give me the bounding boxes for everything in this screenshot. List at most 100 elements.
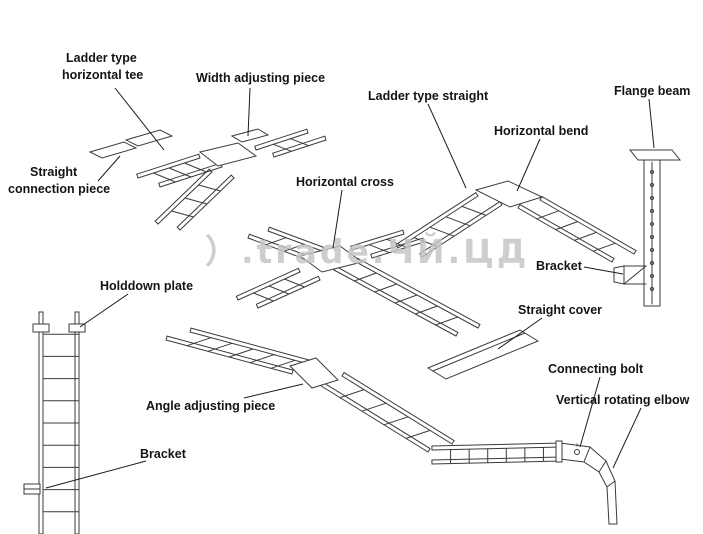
leader-horizontal-cross (332, 189, 343, 249)
line-shape (343, 372, 455, 442)
line-shape (165, 335, 168, 341)
label-straight-connection-piece-line1: Straight (30, 165, 78, 179)
line-shape (247, 237, 303, 259)
line-shape (623, 265, 647, 285)
leader-straight-connection-piece (97, 155, 121, 182)
vertical-rotating-elbow-drawing (555, 440, 618, 525)
polygon-shape (289, 357, 339, 389)
line-shape (383, 416, 409, 426)
line-shape (541, 196, 637, 252)
line-shape (290, 138, 310, 147)
label-ladder-type-straight: Ladder type straight (368, 89, 489, 103)
line-shape (353, 272, 377, 282)
line-shape (395, 192, 477, 246)
line-shape (427, 448, 431, 453)
circle-shape (650, 248, 654, 252)
line-shape (386, 238, 408, 248)
line-shape (370, 253, 373, 259)
vertical-ladder-drawing (38, 311, 80, 534)
circle-shape (650, 287, 654, 291)
line-shape (419, 253, 423, 258)
line-shape (555, 221, 579, 231)
ladder-type-horizontal-tee-drawing (136, 128, 327, 231)
label-bracket-left: Bracket (140, 447, 187, 461)
line-shape (371, 241, 425, 259)
line-shape (273, 139, 327, 158)
line-shape (431, 460, 563, 465)
line-shape (254, 145, 257, 151)
straight-cover-drawing (426, 329, 540, 380)
horizontal-cross-drawing (235, 226, 481, 337)
polygon-shape (426, 329, 540, 380)
incline-run-drawing (165, 327, 563, 465)
leader-ladder-type-horizontal-tee (114, 87, 165, 151)
leader-horizontal-bend (516, 138, 541, 192)
line-shape (317, 275, 321, 281)
line-shape (451, 440, 455, 445)
leader-flange-beam (648, 98, 655, 149)
line-shape (429, 226, 455, 237)
line-shape (350, 245, 353, 251)
line-shape (335, 265, 459, 333)
polygon-shape (613, 265, 625, 285)
line-shape (445, 216, 471, 227)
line-shape (306, 128, 309, 134)
line-shape (198, 153, 201, 159)
label-angle-adjusting-piece: Angle adjusting piece (146, 399, 275, 413)
line-shape (431, 446, 563, 451)
line-shape (573, 231, 597, 241)
polygon-shape (32, 323, 50, 333)
line-shape (592, 242, 616, 252)
line-shape (272, 152, 275, 158)
label-holddown-plate: Holddown plate (100, 279, 193, 293)
circle-shape (650, 222, 654, 226)
leader-connecting-bolt (579, 376, 601, 448)
line-shape (297, 267, 301, 273)
line-shape (421, 204, 503, 258)
line-shape (208, 168, 213, 173)
line-shape (176, 174, 232, 228)
line-shape (517, 207, 613, 263)
line-shape (341, 375, 453, 445)
line-shape (539, 199, 635, 255)
line-shape (176, 226, 181, 231)
bracket-right-drawing (613, 265, 647, 285)
line-shape (228, 348, 254, 358)
circle-shape (650, 261, 654, 265)
line-shape (253, 292, 274, 302)
line-shape (235, 267, 299, 297)
label-ladder-type-horizontal-tee-line1: Ladder type (66, 51, 137, 65)
line-shape (283, 243, 305, 252)
line-shape (368, 244, 390, 254)
leader-width-adjusting-piece (247, 87, 251, 137)
circle-shape (650, 170, 654, 174)
line-shape (357, 257, 481, 325)
label-bracket-right: Bracket (536, 259, 583, 273)
line-shape (414, 305, 438, 315)
label-connecting-bolt: Connecting bolt (548, 362, 644, 376)
line-shape (265, 237, 287, 246)
line-shape (154, 168, 210, 222)
line-shape (270, 359, 296, 369)
line-shape (536, 210, 560, 220)
circle-shape (650, 274, 654, 278)
polygon-shape (198, 142, 258, 167)
circle-shape (650, 235, 654, 239)
line-shape (254, 128, 308, 147)
line-shape (247, 233, 250, 239)
leader-holddown-plate (79, 293, 129, 328)
watermark: ）.trade.ЧЙ.ЦД (205, 231, 529, 271)
line-shape (168, 167, 192, 178)
polygon-shape (88, 141, 138, 159)
leader-vertical-rotating-elbow (612, 407, 642, 469)
polygon-shape (474, 180, 544, 208)
bracket-left-drawing (23, 483, 41, 495)
line-shape (284, 278, 305, 288)
line-shape (395, 244, 399, 249)
circle-shape (574, 449, 580, 455)
line-shape (598, 460, 607, 473)
line-shape (268, 226, 324, 248)
line-shape (341, 372, 345, 377)
leader-bracket-right (583, 266, 624, 275)
